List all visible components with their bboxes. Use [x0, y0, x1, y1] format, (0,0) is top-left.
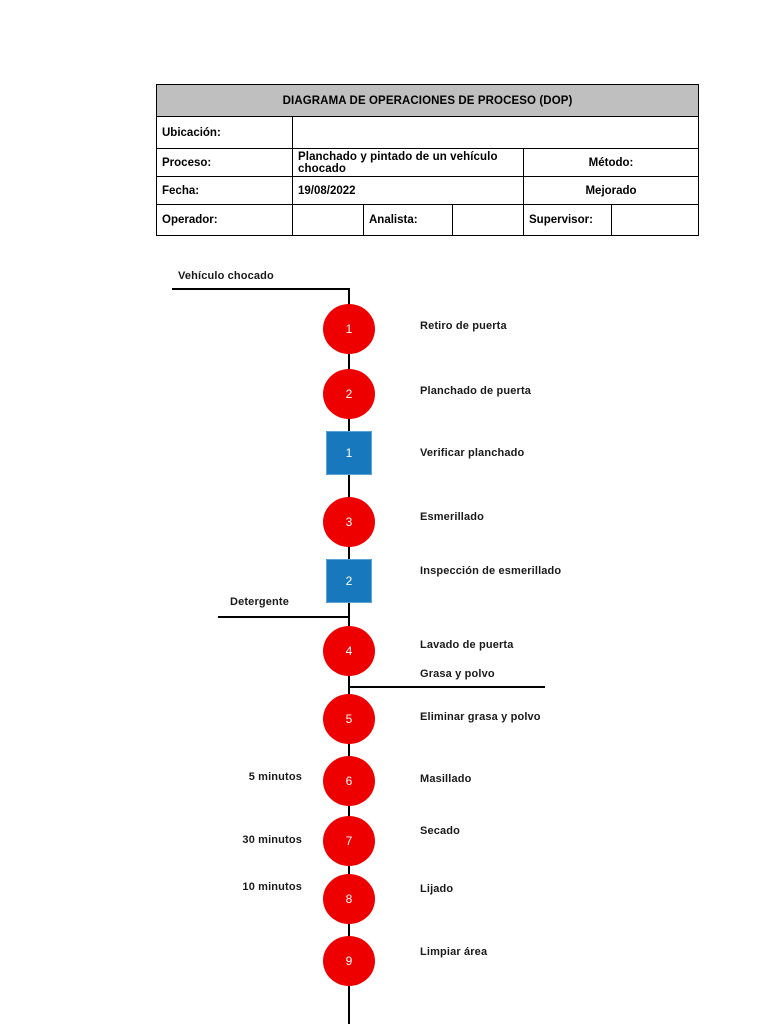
operation-node-8[interactable]: 8 — [323, 874, 375, 924]
operation-node-2-number: 2 — [345, 387, 353, 401]
operation-node-2[interactable]: 2 — [323, 369, 375, 419]
operation-node-7-time: 30 minutos — [242, 834, 302, 846]
inspection-node-1[interactable]: 1 — [326, 431, 372, 475]
supervisor-value[interactable] — [610, 204, 700, 236]
analista-value[interactable] — [452, 204, 524, 236]
operation-node-5[interactable]: 5 — [323, 694, 375, 744]
process-header-table: DIAGRAMA DE OPERACIONES DE PROCESO (DOP)… — [155, 84, 700, 236]
operation-node-8-label: Lijado — [420, 883, 454, 895]
diagram-title: DIAGRAMA DE OPERACIONES DE PROCESO (DOP) — [155, 84, 700, 117]
operation-node-2-label: Planchado de puerta — [420, 385, 532, 397]
operation-node-6-number: 6 — [345, 774, 353, 788]
operation-node-9[interactable]: 9 — [323, 936, 375, 986]
operation-node-1-number: 1 — [345, 322, 353, 336]
operation-node-1-label: Retiro de puerta — [420, 320, 507, 332]
operation-node-8-number: 8 — [345, 892, 353, 906]
proceso-value[interactable]: Planchado y pintado de un vehículo choca… — [292, 148, 524, 177]
row-fecha: Fecha: 19/08/2022 Mejorado — [156, 176, 700, 205]
operation-node-1[interactable]: 1 — [323, 304, 375, 354]
supervisor-label: Supervisor: — [523, 204, 612, 236]
row-proceso: Proceso: Planchado y pintado de un vehíc… — [156, 148, 700, 177]
operador-value[interactable] — [292, 204, 364, 236]
inspection-node-2-label: Inspección de esmerillado — [420, 565, 562, 577]
inspection-node-2[interactable]: 2 — [326, 559, 372, 603]
operation-node-6-label: Masillado — [420, 773, 472, 785]
operation-node-3[interactable]: 3 — [323, 497, 375, 547]
row-operador: Operador: Analista: Supervisor: — [156, 204, 700, 236]
operation-node-4-label: Lavado de puerta — [420, 639, 514, 651]
inspection-node-1-number: 1 — [345, 446, 353, 460]
operador-label: Operador: — [156, 204, 293, 236]
material-in-label-detergente: Detergente — [230, 596, 289, 608]
material-out-label-grasa-y-polvo: Grasa y polvo — [420, 668, 495, 680]
operation-node-7-number: 7 — [345, 834, 353, 848]
entry-material-line — [172, 288, 350, 291]
material-in-line-detergente — [218, 616, 350, 619]
operation-node-9-number: 9 — [345, 954, 353, 968]
header-title-row: DIAGRAMA DE OPERACIONES DE PROCESO (DOP) — [155, 84, 700, 117]
analista-label: Analista: — [363, 204, 453, 236]
operation-node-3-number: 3 — [345, 515, 353, 529]
operation-node-5-number: 5 — [345, 712, 353, 726]
metodo-label: Método: — [522, 148, 700, 177]
operation-node-4-number: 4 — [345, 644, 353, 658]
operation-node-6-time: 5 minutos — [248, 771, 302, 783]
ubicacion-value[interactable] — [291, 116, 700, 149]
operation-node-8-time: 10 minutos — [242, 881, 302, 893]
row-ubicacion: Ubicación: — [156, 116, 700, 149]
metodo-value: Mejorado — [522, 176, 700, 205]
operation-node-3-label: Esmerillado — [420, 511, 485, 523]
operation-node-5-label: Eliminar grasa y polvo — [420, 711, 541, 723]
operation-node-7[interactable]: 7 — [323, 816, 375, 866]
fecha-label: Fecha: — [156, 176, 293, 205]
proceso-label: Proceso: — [156, 148, 293, 177]
fecha-value[interactable]: 19/08/2022 — [292, 176, 524, 205]
ubicacion-label: Ubicación: — [156, 116, 293, 149]
operation-node-7-label: Secado — [420, 825, 461, 837]
operation-node-9-label: Limpiar área — [420, 946, 488, 958]
operation-node-6[interactable]: 6 — [323, 756, 375, 806]
entry-material-label: Vehículo chocado — [178, 270, 274, 282]
operation-node-4[interactable]: 4 — [323, 626, 375, 676]
inspection-node-1-label: Verificar planchado — [420, 447, 525, 459]
material-out-line-grasa-y-polvo — [349, 686, 545, 689]
inspection-node-2-number: 2 — [345, 574, 353, 588]
